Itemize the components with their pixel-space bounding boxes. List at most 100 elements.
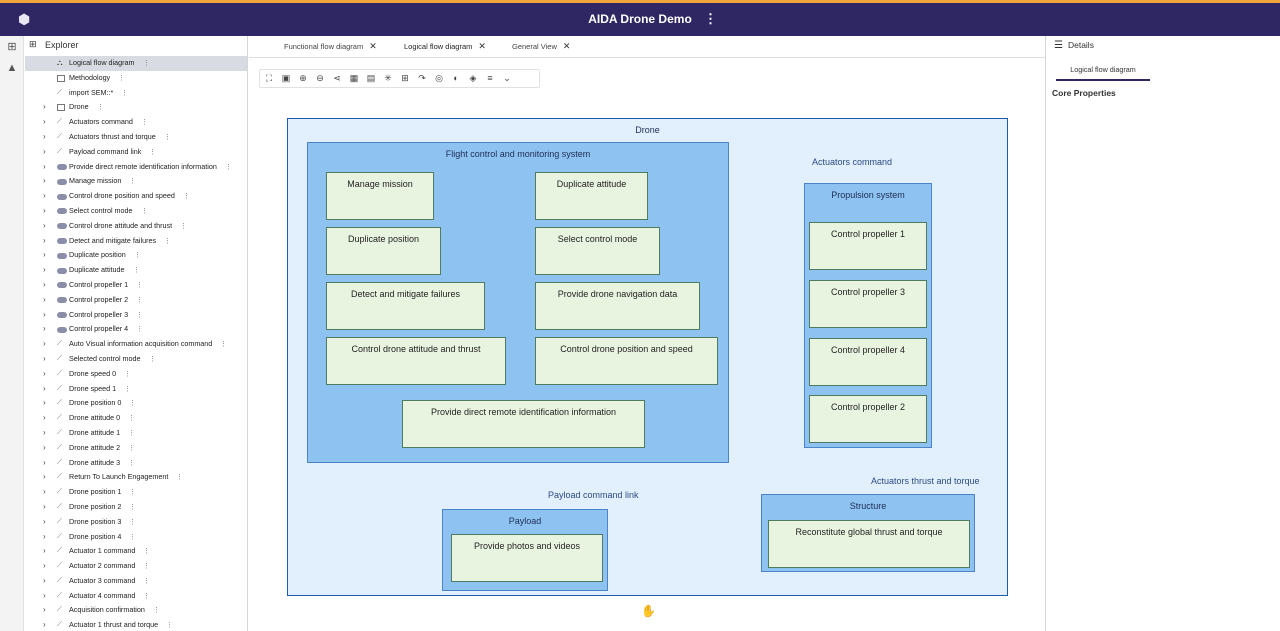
chevron-right-icon[interactable]: › (43, 235, 46, 245)
chevron-right-icon[interactable]: › (43, 205, 46, 215)
node-duplicate-attitude[interactable]: Duplicate attitude (535, 172, 648, 220)
export-image-icon[interactable]: ▦ (349, 73, 359, 83)
chevron-right-icon[interactable]: › (43, 546, 46, 556)
chevron-right-icon[interactable]: › (43, 501, 46, 511)
tree-item[interactable]: ›Duplicate position⋮ (25, 248, 247, 263)
tree-item[interactable]: ›Detect and mitigate failures⋮ (25, 234, 247, 249)
tree-item[interactable]: ›⟋Drone position 1⋮ (25, 485, 247, 500)
tree-item[interactable]: ›⟋Drone position 4⋮ (25, 530, 247, 545)
tree-item[interactable]: ›Manage mission⋮ (25, 174, 247, 189)
tree-item[interactable]: ›⟋Drone position 3⋮ (25, 515, 247, 530)
more-options-icon[interactable]: ⋮ (118, 72, 126, 82)
more-options-icon[interactable]: ⋮ (143, 590, 151, 600)
chevron-right-icon[interactable]: › (43, 220, 46, 230)
node-control-propeller-3[interactable]: Control propeller 3 (809, 280, 927, 328)
chevron-right-icon[interactable]: › (43, 472, 46, 482)
more-options-icon[interactable]: ⋮ (124, 383, 132, 393)
chevron-right-icon[interactable]: › (43, 117, 46, 127)
chevron-right-icon[interactable]: › (43, 161, 46, 171)
tree-item[interactable]: ›⟋Drone attitude 0⋮ (25, 411, 247, 426)
node-control-propeller-2[interactable]: Control propeller 2 (809, 395, 927, 443)
more-options-icon[interactable]: ⋮ (136, 294, 144, 304)
chevron-right-icon[interactable]: › (43, 457, 46, 467)
more-options-icon[interactable]: ⋮ (143, 575, 151, 585)
image-icon[interactable]: ▣ (281, 73, 291, 83)
node-navigation-data[interactable]: Provide drone navigation data (535, 282, 700, 330)
more-options-icon[interactable]: ⋮ (128, 457, 136, 467)
more-options-icon[interactable]: ⋮ (180, 220, 188, 230)
more-options-icon[interactable]: ⋮ (141, 205, 149, 215)
more-options-icon[interactable]: ⋮ (121, 87, 129, 97)
grid-icon[interactable]: ▤ (366, 73, 376, 83)
node-attitude-thrust[interactable]: Control drone attitude and thrust (326, 337, 506, 385)
zoom-in-icon[interactable]: ⊕ (299, 73, 307, 83)
node-photos-videos[interactable]: Provide photos and videos (451, 534, 603, 582)
chevron-down-icon[interactable]: ⌄ (503, 73, 511, 83)
tree-item[interactable]: ›⟋Actuator 2 command⋮ (25, 559, 247, 574)
more-options-icon[interactable]: ⋮ (129, 176, 137, 186)
more-options-icon[interactable]: ⋮ (128, 413, 136, 423)
chevron-right-icon[interactable]: › (43, 279, 46, 289)
chevron-right-icon[interactable]: › (43, 176, 46, 186)
more-options-icon[interactable]: ⋮ (129, 531, 137, 541)
more-options-icon[interactable]: ⋮ (129, 516, 137, 526)
close-icon[interactable]: ✕ (478, 41, 486, 51)
more-options-icon[interactable]: ⋮ (129, 487, 137, 497)
chevron-right-icon[interactable]: › (43, 531, 46, 541)
more-options-icon[interactable]: ⋮ (220, 339, 228, 349)
tree-item[interactable]: ›Control drone attitude and thrust⋮ (25, 219, 247, 234)
more-options-icon[interactable]: ⋮ (129, 398, 137, 408)
chevron-right-icon[interactable]: › (43, 294, 46, 304)
tree-item[interactable]: ›Drone⋮ (25, 100, 247, 115)
tree-item[interactable]: ›⟋Drone attitude 2⋮ (25, 441, 247, 456)
tree-item[interactable]: ›⟋Drone position 2⋮ (25, 500, 247, 515)
tree-item[interactable]: ›Control propeller 1⋮ (25, 278, 247, 293)
tree-item[interactable]: ›⟋Drone attitude 1⋮ (25, 426, 247, 441)
layout-icon[interactable]: ✳ (384, 73, 392, 83)
tree-item[interactable]: ›⟋Selected control mode⋮ (25, 352, 247, 367)
more-options-icon[interactable]: ⋮ (129, 501, 137, 511)
node-remote-id[interactable]: Provide direct remote identification inf… (402, 400, 645, 448)
chevron-right-icon[interactable]: › (43, 561, 46, 571)
explorer-view-icon[interactable]: ⊞ (7, 41, 17, 53)
tree-item[interactable]: ›⟋Actuator 1 command⋮ (25, 544, 247, 559)
tree-item[interactable]: ›⟋Actuator 4 command⋮ (25, 589, 247, 604)
more-options-icon[interactable]: ⋮ (153, 605, 161, 615)
tree-item[interactable]: ›⟋Actuator 3 command⋮ (25, 574, 247, 589)
more-options-icon[interactable]: ⋮ (164, 131, 172, 141)
more-options-icon[interactable]: ⋮ (143, 58, 151, 67)
tree-item[interactable]: ›⟋Auto Visual information acquisition co… (25, 337, 247, 352)
more-options-icon[interactable]: ⋮ (149, 353, 157, 363)
chevron-right-icon[interactable]: › (43, 191, 46, 201)
more-options-icon[interactable]: ⋮ (133, 265, 141, 275)
more-options-icon[interactable]: ⋮ (136, 324, 144, 334)
tree-item[interactable]: ›Control propeller 3⋮ (25, 308, 247, 323)
chevron-right-icon[interactable]: › (43, 487, 46, 497)
node-control-propeller-1[interactable]: Control propeller 1 (809, 222, 927, 270)
chevron-right-icon[interactable]: › (43, 442, 46, 452)
chevron-right-icon[interactable]: › (43, 427, 46, 437)
tree-item[interactable]: Methodology⋮ (25, 71, 247, 86)
tree-item[interactable]: ›Control propeller 4⋮ (25, 322, 247, 337)
chevron-right-icon[interactable]: › (43, 353, 46, 363)
more-options-icon[interactable]: ⋮ (149, 146, 157, 156)
chevron-right-icon[interactable]: › (43, 620, 46, 630)
tree-item[interactable]: ›⟋Actuator 1 thrust and torque⋮ (25, 618, 247, 631)
tree-item[interactable]: ›⟋Actuators command⋮ (25, 115, 247, 130)
chevron-right-icon[interactable]: › (43, 575, 46, 585)
tree-item[interactable]: ›Control drone position and speed⋮ (25, 189, 247, 204)
tree-item[interactable]: ⟋import SEM::*⋮ (25, 86, 247, 101)
chevron-right-icon[interactable]: › (43, 324, 46, 334)
hierarchy-icon[interactable]: ⊞ (401, 73, 409, 83)
share-icon[interactable]: ⋖ (333, 73, 341, 83)
more-options-icon[interactable]: ⋮ (141, 117, 149, 127)
more-options-icon[interactable]: ⋮ (143, 546, 151, 556)
more-options-icon[interactable]: ⋮ (164, 235, 172, 245)
more-options-icon[interactable]: ⋮ (166, 620, 174, 630)
tree-item[interactable]: ›⟋Payload command link⋮ (25, 145, 247, 160)
tree-item[interactable]: ›Control propeller 2⋮ (25, 293, 247, 308)
close-icon[interactable]: ✕ (562, 41, 571, 51)
zoom-out-icon[interactable]: ⊖ (316, 73, 324, 83)
filter-icon[interactable]: ≡ (487, 73, 493, 83)
chevron-right-icon[interactable]: › (43, 131, 46, 141)
